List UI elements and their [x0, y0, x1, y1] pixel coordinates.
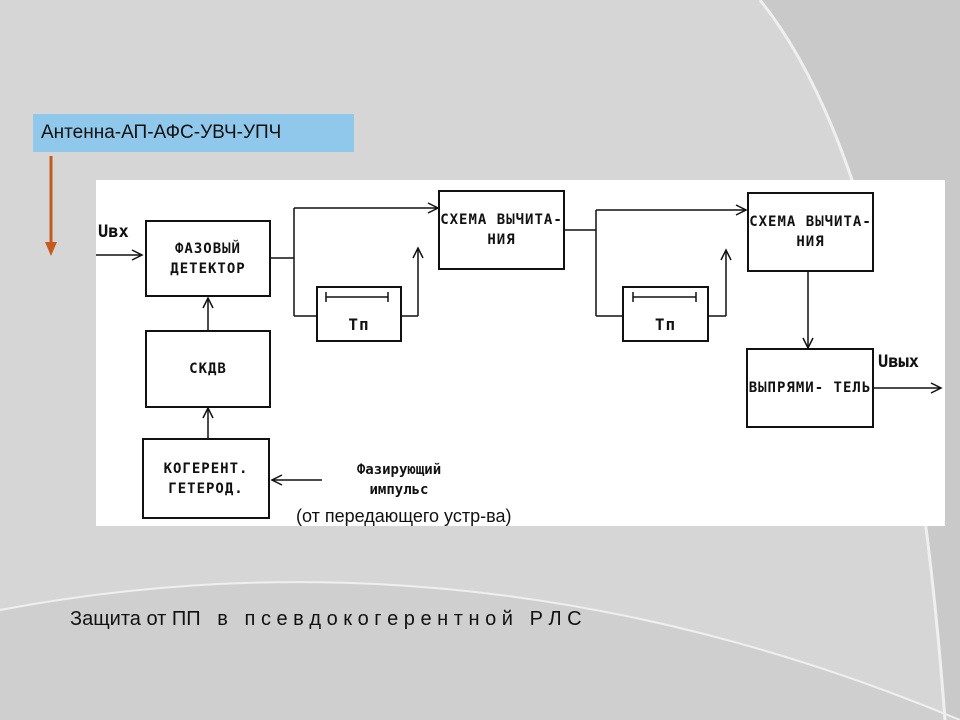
block-diagram: Uвх Uвых ФАЗОВЫЙ ДЕТЕКТОР СХЕМА ВЫЧИТА- …: [96, 180, 945, 526]
coherent-oscillator-block: КОГЕРЕНТ. ГЕТЕРОД.: [142, 438, 270, 519]
rectifier-block: ВЫПРЯМИ- ТЕЛЬ: [746, 348, 874, 428]
output-voltage-label: Uвых: [878, 352, 919, 372]
subtraction-block-2: СХЕМА ВЫЧИТА- НИЯ: [747, 192, 874, 272]
phase-detector-block: ФАЗОВЫЙ ДЕТЕКТОР: [145, 220, 271, 297]
source-note: (от передающего устр-ва): [296, 506, 512, 526]
phasing-pulse-label: Фазирующий импульс: [356, 462, 442, 498]
delay-block-2: Tп: [622, 286, 709, 342]
skdv-block: СКДВ: [145, 330, 271, 408]
delay-block-1: Tп: [316, 286, 402, 342]
slide-caption: Защита от ПП в п с е в д о к о г е р е н…: [70, 608, 582, 630]
antenna-down-arrow: [45, 156, 57, 256]
antenna-chain-label: Антенна-АП-АФС-УВЧ-УПЧ: [33, 114, 354, 152]
subtraction-block-1: СХЕМА ВЫЧИТА- НИЯ: [438, 190, 565, 270]
diagram-connections: [96, 202, 943, 486]
input-voltage-label: Uвх: [98, 222, 129, 242]
